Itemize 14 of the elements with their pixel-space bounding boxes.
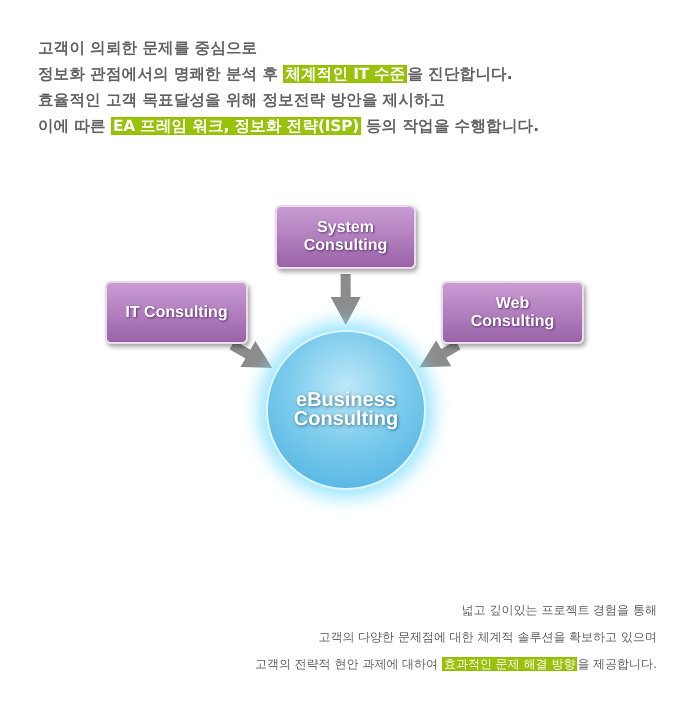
consulting-box: System Consulting (275, 205, 416, 269)
arrow (330, 274, 361, 325)
consulting-box: IT Consulting (105, 281, 248, 344)
arrow (230, 340, 272, 368)
text-line: 효율적인 고객 목표달성을 위해 정보전략 방안을 제시하고 (38, 90, 446, 111)
arrow (420, 340, 461, 368)
text-line: 고객이 의뢰한 문제를 중심으로 (38, 38, 258, 59)
consulting-circle: eBusiness Consulting (266, 330, 426, 490)
text-line: 고객의 전략적 현안 과제에 대하여 효과적인 문제 해결 방향을 제공합니다. (254, 656, 657, 673)
text-line: 고객의 다양한 문제점에 대한 체계적 솔루션을 확보하고 있으며 (318, 629, 657, 646)
text-line: 정보화 관점에서의 명쾌한 분석 후 체계적인 IT 수준을 진단합니다. (38, 64, 512, 85)
text-line: 이에 따른 EA 프레임 워크, 정보화 전략(ISP) 등의 작업을 수행합니다. (38, 116, 539, 137)
text-line: 넓고 깊이있는 프로젝트 경험을 통해 (462, 602, 657, 619)
consulting-box: Web Consulting (441, 281, 584, 344)
